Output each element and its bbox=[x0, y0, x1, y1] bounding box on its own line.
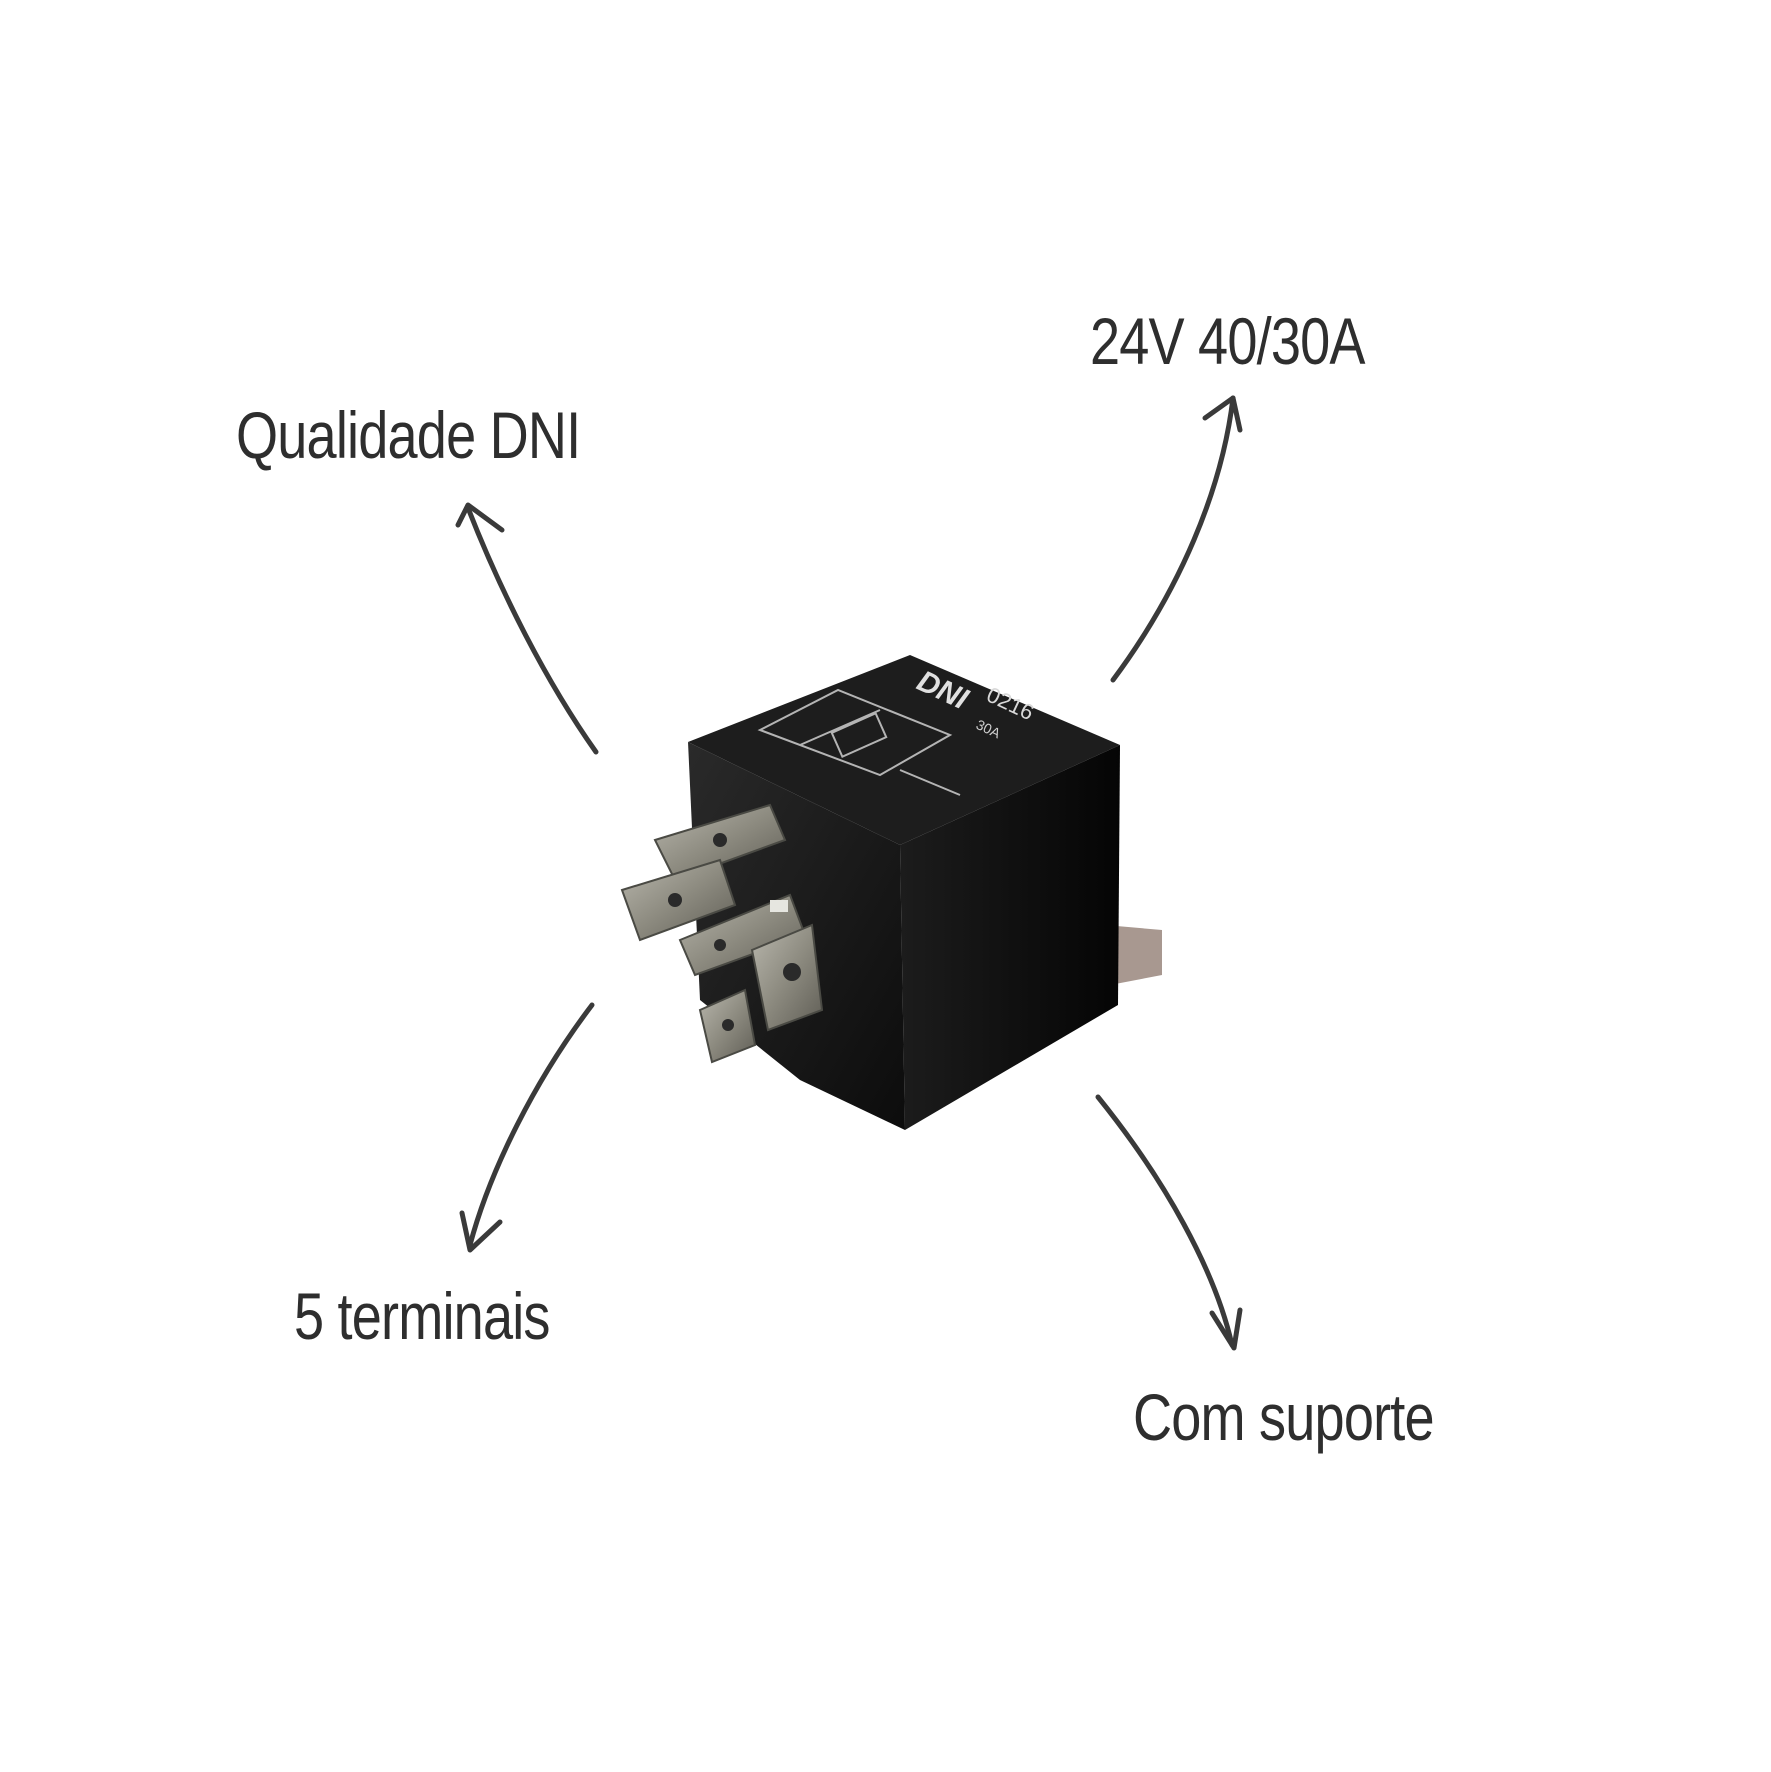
terminal bbox=[750, 923, 824, 1032]
relay-side-face bbox=[900, 745, 1120, 1130]
feature-label-bracket: Com suporte bbox=[1133, 1380, 1435, 1454]
terminal bbox=[653, 803, 787, 882]
relay: DNI 0216 30A bbox=[620, 655, 1162, 1130]
terminal bbox=[698, 988, 757, 1064]
terminal bbox=[620, 858, 737, 942]
relay-printed-schematic bbox=[757, 688, 961, 796]
arrow-bottom-left bbox=[459, 1002, 595, 1253]
feature-label-rating: 24V 40/30A bbox=[1090, 304, 1365, 378]
arrow-top-right bbox=[1110, 395, 1243, 683]
mounting-bracket bbox=[1105, 925, 1162, 985]
feature-label-quality: Qualidade DNI bbox=[236, 398, 581, 472]
feature-label-terminals: 5 terminais bbox=[294, 1279, 550, 1353]
arrow-top-left bbox=[455, 502, 599, 755]
relay-top-face bbox=[688, 655, 1120, 845]
arrow-bottom-right bbox=[1095, 1094, 1243, 1351]
